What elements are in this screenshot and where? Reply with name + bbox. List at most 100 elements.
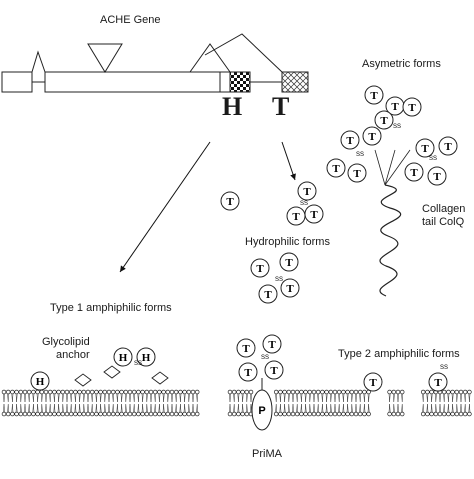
lipid-head [467, 389, 472, 395]
lipid-head [161, 389, 166, 395]
lipid-head [144, 411, 150, 417]
lipid-head [332, 389, 338, 395]
lipid-tail [145, 393, 148, 403]
lipid-head [441, 411, 447, 417]
lipid-tail [308, 393, 311, 403]
lipid-head [454, 389, 460, 395]
lipid-head [324, 389, 329, 395]
lipid-tail [317, 393, 320, 403]
lipid-tail [443, 393, 446, 403]
subunit-letter: T [270, 365, 278, 377]
lipid-tail [19, 393, 22, 403]
lipid-tail [183, 403, 186, 413]
lipid-tail [292, 393, 294, 403]
lipid-tail [141, 403, 144, 413]
lipid-head [273, 389, 279, 395]
lipid-tail [78, 403, 81, 413]
lipid-head [127, 411, 133, 417]
lipid-tail [53, 393, 56, 403]
lipid-tail [24, 393, 26, 403]
lipid-head [231, 411, 237, 417]
lipid-head [140, 411, 145, 417]
lipid-tail [464, 393, 467, 403]
lipid-tail [388, 403, 391, 413]
prima-anchor: P [251, 378, 273, 431]
lipid-head [231, 389, 237, 395]
lipid-tail [145, 403, 148, 413]
lipid-head [336, 411, 342, 417]
lipid-head [349, 411, 355, 417]
lipid-tail [116, 403, 119, 413]
lipid-head [429, 389, 434, 395]
lipid-head [186, 389, 192, 395]
lipid-tail [124, 403, 127, 413]
lipid-head [345, 389, 350, 395]
lipid-tail [150, 393, 152, 403]
t-subunit: T [340, 130, 360, 150]
lipid-head [35, 411, 40, 417]
lipid-tail [346, 403, 349, 413]
lipid-head [387, 411, 392, 417]
lipid-head [60, 411, 66, 417]
lipid-tail [175, 393, 178, 403]
lipid-tail [304, 403, 307, 413]
lipid-tail [229, 393, 231, 403]
lipid-head [446, 411, 451, 417]
lipid-head [43, 411, 49, 417]
lipid-tail [468, 393, 471, 403]
lipid-tail [296, 403, 299, 413]
lipid-tail [241, 403, 244, 413]
lipid-tail [196, 393, 199, 403]
lipid-head [81, 411, 87, 417]
lipid-head [282, 411, 287, 417]
lipid-tail [70, 393, 73, 403]
lipid-tail [443, 403, 446, 413]
lipid-head [395, 411, 401, 417]
lipid-tail [141, 393, 144, 403]
lipid-head [425, 411, 430, 417]
subunit-letter: T [332, 163, 340, 175]
lipid-tail [233, 393, 236, 403]
lipid-tail [304, 393, 307, 403]
lipid-head [462, 411, 468, 417]
lipid-tail [66, 403, 68, 413]
lipid-head [26, 411, 32, 417]
lipid-head [311, 389, 317, 395]
lipid-tail [313, 403, 315, 413]
splice-t [204, 33, 283, 73]
prima-label: PriMA [252, 448, 282, 460]
lipid-tail [108, 393, 110, 403]
subunit-letter: T [408, 102, 416, 114]
lipid-tail [158, 393, 161, 403]
lipid-head [148, 389, 154, 395]
lipid-head [169, 389, 175, 395]
lipid-tail [192, 393, 194, 403]
lipid-tail [388, 393, 391, 403]
lipid-head [328, 389, 334, 395]
lipid-head [441, 389, 447, 395]
lipid-head [299, 389, 304, 395]
t-subunit: T [374, 110, 394, 130]
lipid-head [437, 411, 443, 417]
lipid-tail [313, 393, 315, 403]
lipid-head [320, 411, 325, 417]
subunit-letter: T [410, 167, 418, 179]
lipid-tail [430, 403, 433, 413]
lipid-tail [342, 403, 345, 413]
subunit-letter: T [434, 377, 442, 389]
lipid-tail [329, 403, 332, 413]
subunit-letter: T [421, 143, 429, 155]
lipid-head [10, 389, 15, 395]
asymmetric-label: Asymetric forms [362, 58, 441, 70]
lipid-head [22, 411, 28, 417]
lipid-tail [464, 403, 467, 413]
t-subunit: T [220, 191, 240, 211]
lipid-head [39, 389, 45, 395]
lipid-head [182, 389, 187, 395]
lipid-tail [367, 403, 370, 413]
subunit-letter: T [370, 90, 378, 102]
lipid-head [290, 411, 296, 417]
lipid-tail [434, 403, 437, 413]
lipid-tail [99, 393, 102, 403]
lipid-tail [45, 393, 47, 403]
